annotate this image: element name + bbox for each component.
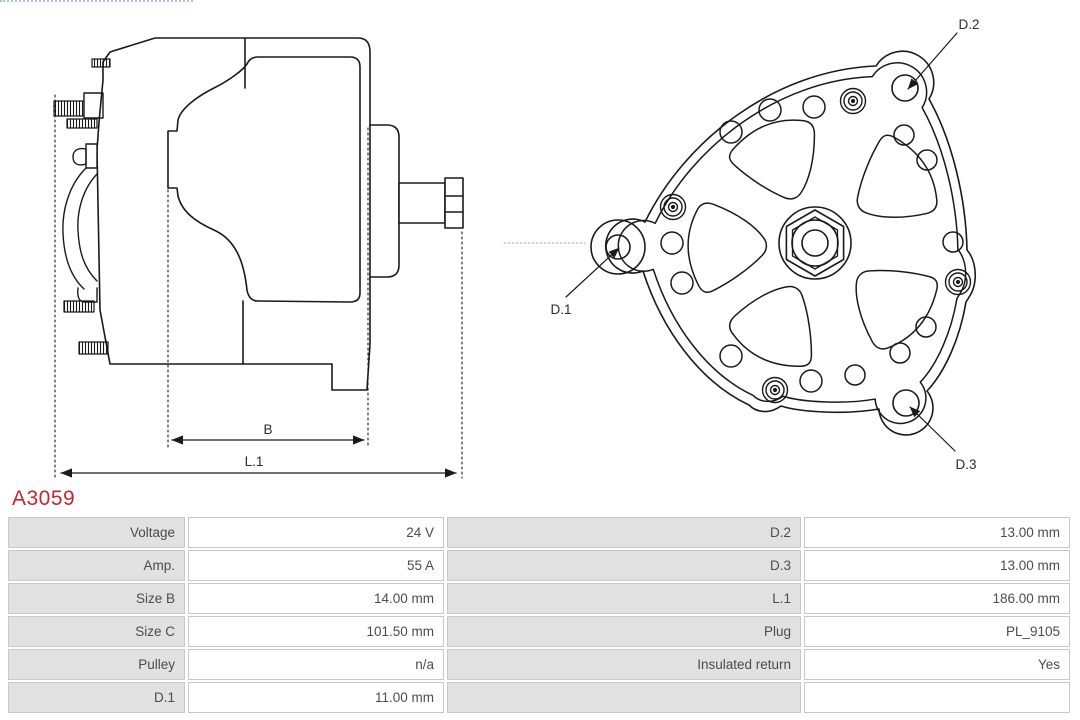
spec-label-cell: Voltage <box>8 517 185 548</box>
spec-value-cell: 186.00 mm <box>804 583 1070 614</box>
mounting-ear-d1 <box>590 219 646 275</box>
dimension-extension-lines <box>54 94 463 479</box>
shaft-assembly <box>369 124 464 278</box>
spec-value-cell: 101.50 mm <box>188 616 444 647</box>
housing-outline <box>604 50 977 436</box>
mounting-hole-d2 <box>891 74 919 102</box>
spec-label-cell: Size C <box>8 616 185 647</box>
callout-d3-label: D.3 <box>955 457 976 472</box>
dimension-l1: L.1 <box>60 454 457 478</box>
spec-label-cell: D.3 <box>447 550 801 581</box>
dimension-b-label: B <box>263 422 272 437</box>
alternator-body-outline <box>96 37 371 391</box>
mounting-studs <box>53 58 111 355</box>
front-housing-contour <box>167 56 361 303</box>
callout-d1: D.1 <box>550 247 620 317</box>
mounting-hole-d3 <box>892 389 920 417</box>
callout-d2-label: D.2 <box>958 17 979 32</box>
spec-label-cell: D.1 <box>8 682 185 713</box>
dimension-b: B <box>171 422 365 445</box>
part-number: A3059 <box>12 487 76 510</box>
spec-value-cell: 13.00 mm <box>804 517 1070 548</box>
spec-value-cell: Yes <box>804 649 1070 680</box>
spec-label-cell: Size B <box>8 583 185 614</box>
spec-label-cell <box>447 682 801 713</box>
spec-value-cell: PL_9105 <box>804 616 1070 647</box>
spec-value-cell: 13.00 mm <box>804 550 1070 581</box>
spec-label-cell: Plug <box>447 616 801 647</box>
vent-holes <box>660 95 964 393</box>
rear-view-drawing: D.2 D.1 D.3 <box>503 17 980 472</box>
through-bolt-screws <box>659 87 972 404</box>
spec-table: Voltage 24 V D.2 13.00 mm Amp. 55 A D.3 … <box>8 517 1071 713</box>
callout-d2: D.2 <box>907 17 980 90</box>
spec-value-cell: 24 V <box>188 517 444 548</box>
spec-value-cell: 11.00 mm <box>188 682 444 713</box>
spec-label-cell: Amp. <box>8 550 185 581</box>
housing-inner-line <box>617 62 967 425</box>
vent-cutouts <box>687 119 938 367</box>
spec-value-cell: n/a <box>188 649 444 680</box>
rear-cover-details <box>62 143 98 303</box>
spec-value-cell: 55 A <box>188 550 444 581</box>
spec-label-cell: Insulated return <box>447 649 801 680</box>
spec-label-cell: L.1 <box>447 583 801 614</box>
callout-d3: D.3 <box>909 406 977 472</box>
technical-drawings: B L.1 <box>53 17 980 479</box>
shaft-nut <box>778 206 852 280</box>
spec-value-cell: 14.00 mm <box>188 583 444 614</box>
dimension-l1-label: L.1 <box>245 454 264 469</box>
side-view-drawing: B L.1 <box>53 37 464 479</box>
spec-label-cell: D.2 <box>447 517 801 548</box>
page-edge-artifact <box>0 0 193 2</box>
spec-label-cell: Pulley <box>8 649 185 680</box>
spec-value-cell <box>804 682 1070 713</box>
callout-d1-label: D.1 <box>550 302 571 317</box>
